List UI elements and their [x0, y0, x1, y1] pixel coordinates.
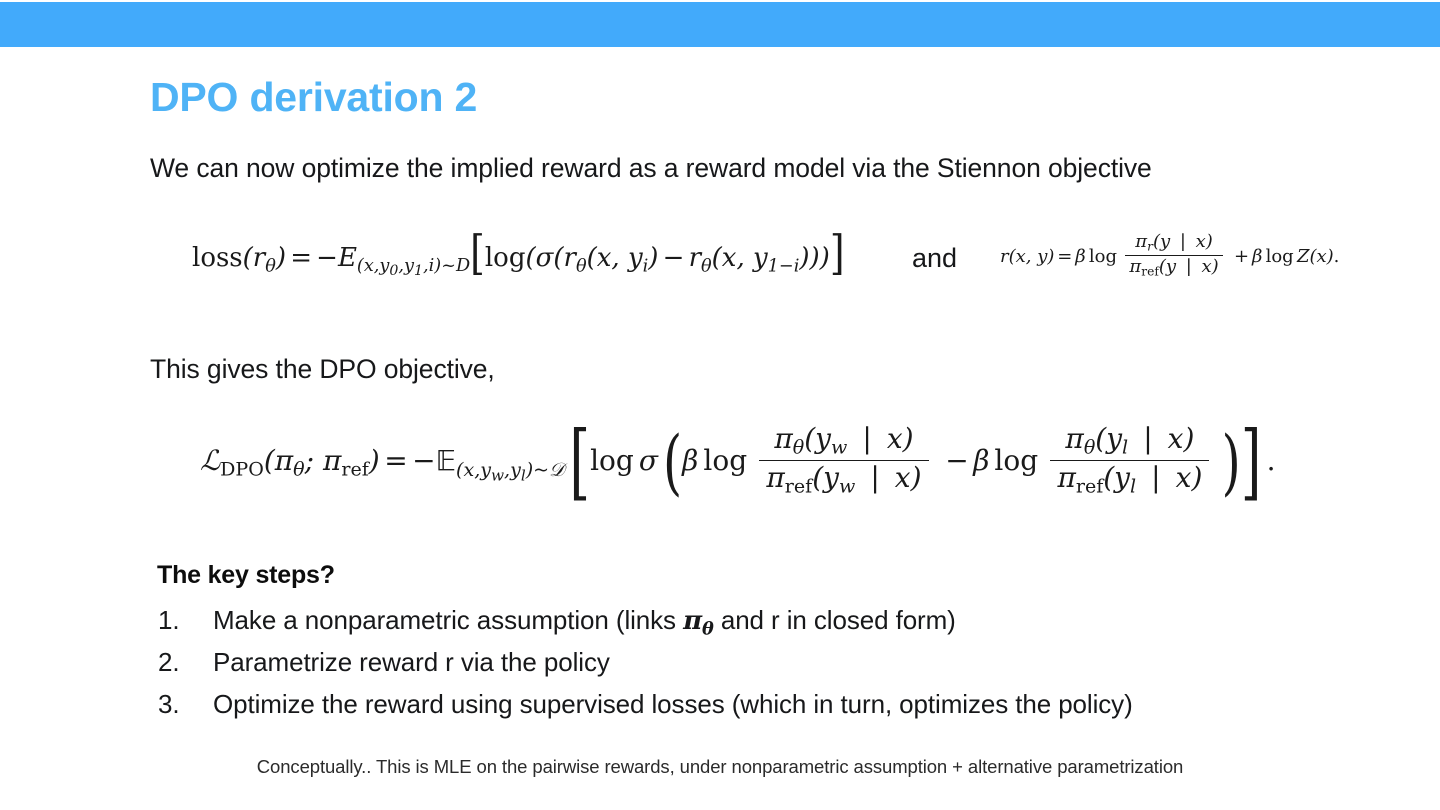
list-item-text-before: Make a nonparametric assumption (links [213, 605, 684, 635]
list-item-number: 3. [158, 689, 180, 719]
connector-and: and [912, 243, 958, 273]
lead-paragraph: We can now optimize the implied reward a… [150, 153, 1152, 183]
key-steps-heading: The key steps? [157, 561, 335, 589]
footer-note: Conceptually.. This is MLE on the pairwi… [256, 756, 1184, 777]
list-item-text-after: and r in closed form) [713, 605, 956, 635]
list-item-number: 1. [158, 605, 180, 635]
list-item-text-before: Optimize the reward using supervised los… [213, 689, 1133, 719]
list-item: 3. Optimize the reward using supervised l… [158, 689, 1133, 720]
equation-stiennon-loss: loss(rθ)=−E(x,y0,y1,i)~D[log(σ(rθ(x, yi)… [192, 225, 845, 281]
gives-objective-paragraph: This gives the DPO objective, [150, 354, 495, 384]
pi-theta-symbol: πθ [683, 606, 714, 640]
list-item-number: 2. [158, 647, 180, 677]
list-item: 1. Make a nonparametric assumption (links… [158, 605, 956, 639]
list-item: 2. Parametrize reward r via the policy [158, 647, 610, 678]
page-title: DPO derivation 2 [150, 74, 478, 120]
top-banner-bar [0, 2, 1440, 47]
list-item-text-before: Parametrize reward r via the policy [213, 647, 610, 677]
